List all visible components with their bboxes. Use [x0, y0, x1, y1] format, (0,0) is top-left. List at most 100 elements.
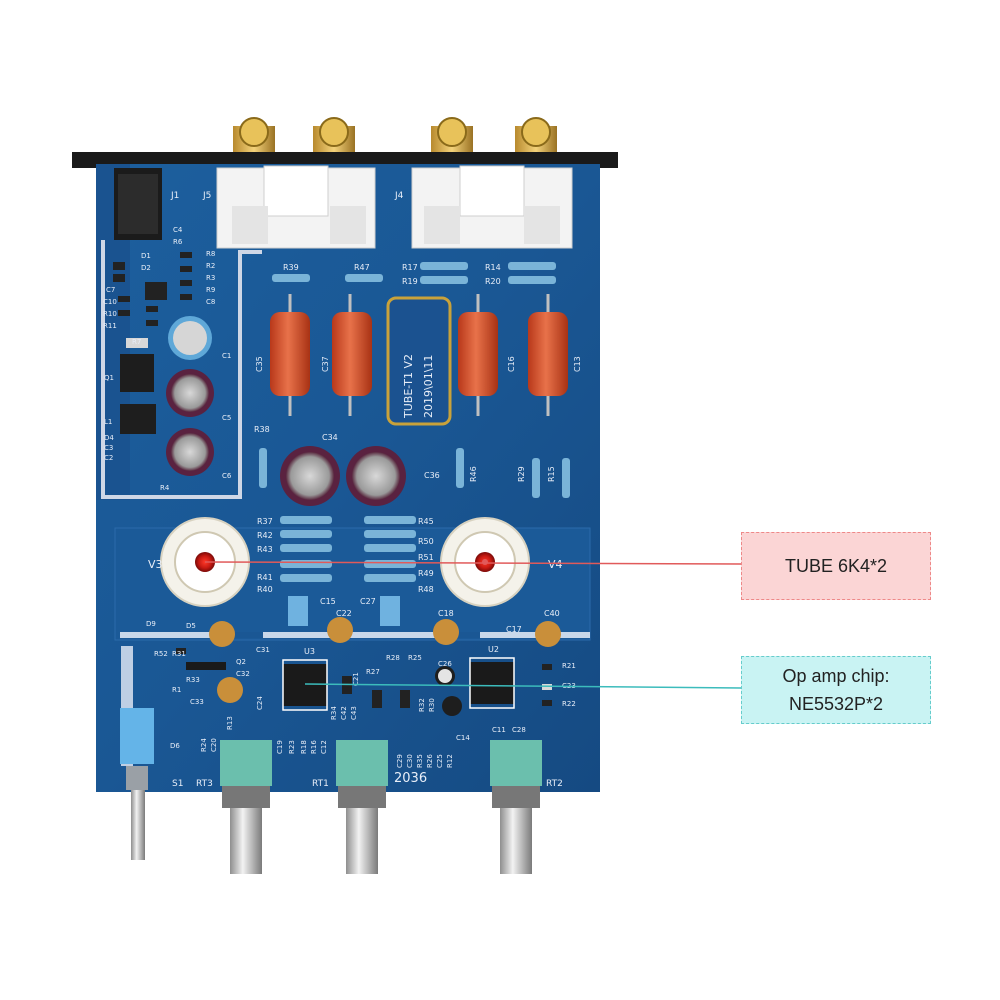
label-c4: C4	[173, 226, 183, 234]
label-r51: R51	[418, 553, 434, 562]
main-electrolytics	[280, 446, 406, 506]
label-d4: D4	[104, 434, 114, 442]
label-r6: R6	[173, 238, 183, 246]
label-d6: D6	[170, 742, 180, 750]
label-c37: C37	[321, 356, 330, 372]
label-c28: C28	[512, 726, 526, 734]
label-d1: D1	[141, 252, 151, 260]
label-c26: C26	[438, 660, 452, 668]
label-rt1: RT1	[312, 779, 329, 789]
silkscreen: J1 J5 J4 V3 V4 RT3 RT1 RT2 S1 U3 U2 2036…	[103, 191, 582, 789]
label-r46: R46	[469, 466, 478, 482]
label-r50: R50	[418, 537, 434, 546]
label-c40: C40	[544, 609, 560, 618]
label-r48: R48	[418, 585, 434, 594]
label-r39: R39	[283, 263, 299, 272]
label-c13: C13	[573, 356, 582, 372]
version-plate	[386, 296, 452, 426]
label-c36: C36	[424, 471, 440, 480]
label-v4: V4	[548, 558, 563, 571]
label-c1: C1	[222, 352, 231, 360]
label-version: TUBE-T1 V2	[402, 354, 415, 419]
label-r28: R28	[386, 654, 400, 662]
label-r37: R37	[257, 517, 273, 526]
label-r52: R52	[154, 650, 168, 658]
label-c19: C19	[276, 740, 284, 754]
label-j4: J4	[394, 191, 404, 201]
opamp-callout-line	[304, 683, 742, 689]
label-r29: R29	[517, 466, 526, 482]
label-c42: C42	[340, 706, 348, 720]
label-r10: R10	[103, 310, 117, 318]
label-c30: C30	[406, 754, 414, 768]
label-c22: C22	[336, 609, 352, 618]
tube-callout-line	[204, 561, 742, 565]
label-j5: J5	[202, 191, 211, 201]
rca-jacks	[233, 117, 557, 156]
label-c31: C31	[256, 646, 270, 654]
opamp-callout-line2: NE5532P*2	[788, 694, 884, 714]
label-q2: Q2	[236, 658, 246, 666]
label-c21: C21	[352, 672, 360, 686]
label-r16: R16	[310, 740, 318, 754]
label-c29: C29	[396, 754, 404, 768]
label-d2: D2	[141, 264, 151, 272]
label-u3: U3	[304, 647, 315, 656]
label-r21: R21	[562, 662, 576, 670]
label-s1: S1	[172, 779, 183, 789]
label-code: 2036	[394, 771, 427, 786]
label-c15: C15	[320, 597, 336, 606]
label-r9: R9	[206, 286, 215, 294]
box-cap-c27	[380, 596, 400, 626]
label-r40: R40	[257, 585, 273, 594]
label-r1: R1	[172, 686, 181, 694]
label-v3: V3	[148, 558, 163, 571]
tube-callout-dot	[482, 559, 488, 565]
label-c10: C10	[103, 298, 117, 306]
pot-rt3	[220, 740, 272, 874]
label-c16: C16	[507, 356, 516, 372]
label-r12: R12	[446, 754, 454, 768]
label-r35: R35	[416, 754, 424, 768]
label-r18: R18	[300, 740, 308, 754]
label-j1: J1	[170, 191, 179, 201]
label-r4: R4	[160, 484, 170, 492]
label-r42: R42	[257, 531, 273, 540]
label-c5: C5	[222, 414, 231, 422]
label-r11: R11	[103, 322, 117, 330]
label-r38: R38	[254, 425, 270, 434]
top-resistors	[272, 262, 556, 284]
input-connectors	[216, 165, 573, 249]
label-rt3: RT3	[196, 779, 213, 789]
film-capacitors	[270, 294, 568, 416]
mid-resistors	[259, 448, 570, 498]
label-r31: R31	[172, 650, 186, 658]
box-cap-c15	[288, 596, 308, 626]
label-c43: C43	[350, 706, 358, 720]
tube-callout: TUBE 6K4*2	[741, 532, 931, 600]
label-c24: C24	[256, 696, 264, 710]
label-c7: C7	[106, 286, 115, 294]
power-section	[113, 252, 214, 476]
label-date: 2019\01\11	[422, 355, 435, 418]
opamp-callout-line1: Op amp chip:	[782, 666, 890, 686]
label-r33: R33	[186, 676, 200, 684]
label-d9: D9	[146, 620, 156, 628]
label-r34: R34	[330, 706, 338, 720]
label-r43: R43	[257, 545, 273, 554]
label-r32: R32	[418, 698, 426, 712]
label-r45: R45	[418, 517, 434, 526]
label-r49: R49	[418, 569, 434, 578]
label-c14: C14	[456, 734, 470, 742]
label-c34: C34	[322, 433, 338, 442]
label-r27: R27	[366, 668, 380, 676]
dc-jack	[114, 168, 162, 240]
toggle-switch	[120, 708, 154, 860]
label-r24: R24	[200, 738, 208, 752]
label-r17: R17	[402, 263, 418, 272]
label-u2: U2	[488, 645, 499, 654]
small-electrolytics	[209, 617, 561, 716]
label-c27: C27	[360, 597, 376, 606]
label-r47: R47	[354, 263, 370, 272]
